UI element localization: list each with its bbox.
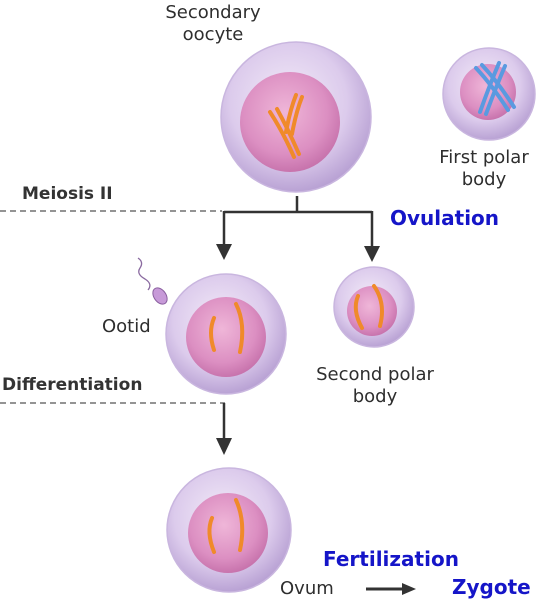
arrowhead-to-second-polar-body <box>364 246 380 262</box>
second-polar-body-chromosomes <box>353 284 384 330</box>
label-zygote: Zygote <box>452 575 531 599</box>
label-meiosis-ii: Meiosis II <box>22 184 113 204</box>
label-fertilization: Fertilization <box>323 547 459 571</box>
first-polar-body-chromosomes <box>474 61 516 116</box>
arrowhead-to-ovum <box>216 438 232 455</box>
label-ootid: Ootid <box>102 316 151 337</box>
second-polar-body-cell <box>333 266 415 348</box>
label-ovulation: Ovulation <box>390 206 500 230</box>
ootid-chromosomes <box>209 302 245 354</box>
meiosis-ii-branch-arrows <box>222 196 374 248</box>
label-first-polar-body: First polar body <box>439 147 529 190</box>
ootid-cell <box>165 273 287 395</box>
sperm-icon <box>137 257 168 305</box>
first-polar-body-cell <box>442 47 536 141</box>
secondary-oocyte-chromosomes <box>268 93 304 159</box>
label-secondary-oocyte: Secondary oocyte <box>165 2 261 45</box>
arrowhead-to-ootid <box>216 244 232 260</box>
secondary-oocyte-cell <box>220 41 372 193</box>
ovum-cell <box>166 467 292 593</box>
label-second-polar-body: Second polar body <box>316 364 434 407</box>
ovum-to-zygote-arrowhead <box>402 583 416 595</box>
label-ovum: Ovum <box>280 578 334 599</box>
label-differentiation: Differentiation <box>2 375 143 395</box>
ovum-chromosomes <box>207 498 245 554</box>
